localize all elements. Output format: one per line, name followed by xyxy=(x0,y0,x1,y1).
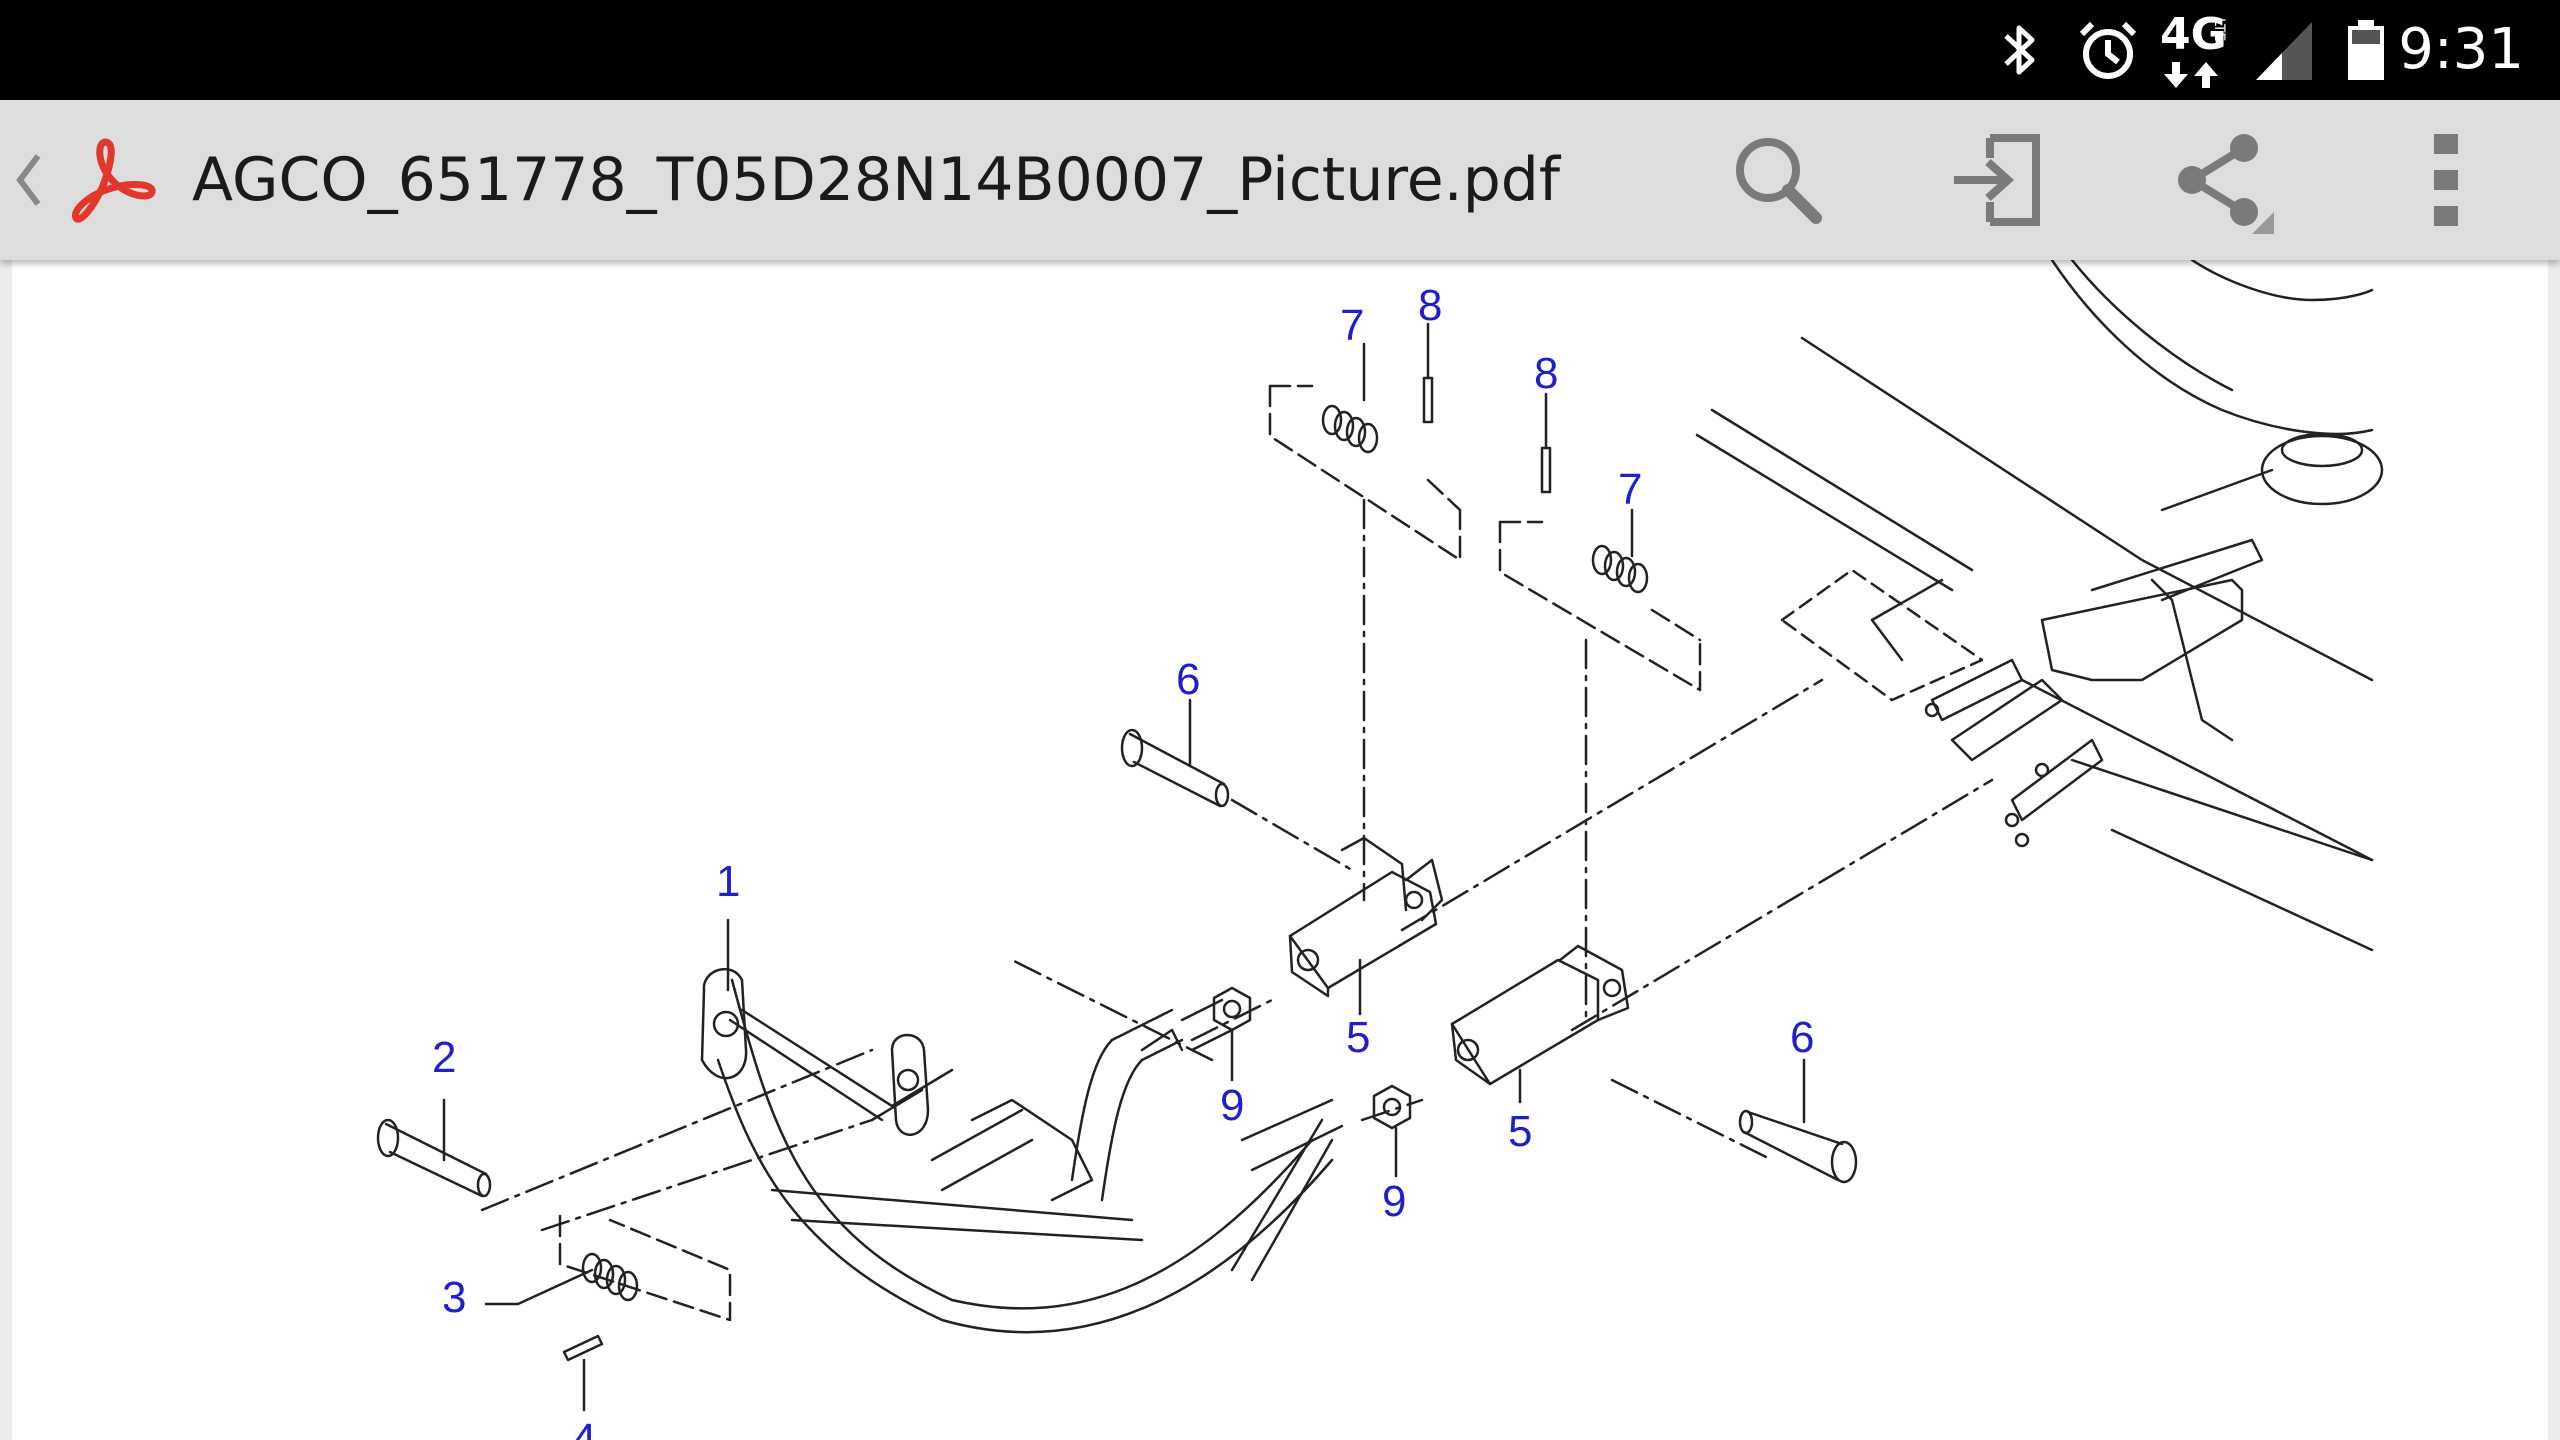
pin-2 xyxy=(376,1118,492,1198)
bracket-5b xyxy=(1450,944,1630,1086)
signal-icon xyxy=(2256,22,2312,80)
callout-7b: 7 xyxy=(1618,465,1642,514)
share-icon xyxy=(2178,134,2274,234)
hitch-assembly-1 xyxy=(700,968,1344,1334)
callout-8b: 8 xyxy=(1534,349,1558,398)
network-type: 4G LTE xyxy=(2160,10,2240,90)
roll-pin-8a xyxy=(1422,376,1434,424)
callout-6a: 6 xyxy=(1176,655,1200,704)
spring-7a xyxy=(1321,404,1379,454)
callout-5b: 5 xyxy=(1508,1107,1532,1156)
callout-7a: 7 xyxy=(1340,301,1364,350)
callout-8a: 8 xyxy=(1418,281,1442,330)
overflow-menu-icon xyxy=(2434,134,2458,226)
parts-diagram: 7 8 8 7 6 5 5 9 9 6 1 2 3 4 xyxy=(376,260,2384,1440)
go-to-page-button[interactable] xyxy=(1944,126,2052,234)
clevis-pin-6a xyxy=(1120,728,1230,808)
go-to-page-icon xyxy=(1954,134,2040,226)
status-bar: 4G LTE 9:31 xyxy=(0,0,2560,100)
callout-5a: 5 xyxy=(1346,1013,1370,1062)
bracket-5a xyxy=(1288,836,1444,998)
hex-nut-9a xyxy=(1212,986,1252,1032)
document-viewport[interactable]: 7 8 8 7 6 5 5 9 9 6 1 2 3 4 xyxy=(0,260,2560,1440)
network-sub-label: LTE xyxy=(2211,18,2227,42)
app-bar: AGCO_651778_T05D28N14B0007_Picture.pdf xyxy=(0,100,2560,260)
data-arrows-icon xyxy=(2164,62,2218,88)
callout-6b: 6 xyxy=(1790,1013,1814,1062)
clevis-pin-6b xyxy=(1738,1109,1858,1184)
callout-2: 2 xyxy=(432,1033,456,1082)
callout-4: 4 xyxy=(572,1415,596,1440)
document-title: AGCO_651778_T05D28N14B0007_Picture.pdf xyxy=(192,145,1560,215)
network-label: 4G xyxy=(2160,9,2227,60)
tractor-frame xyxy=(1695,260,2384,952)
pdf-page[interactable]: 7 8 8 7 6 5 5 9 9 6 1 2 3 4 xyxy=(12,260,2548,1440)
acrobat-logo-icon xyxy=(72,138,156,223)
roll-pin-4 xyxy=(562,1334,604,1362)
hex-nut-9b xyxy=(1372,1084,1412,1130)
bluetooth-icon xyxy=(2004,25,2035,75)
status-time: 9:31 xyxy=(2398,17,2524,82)
roll-pin-8b xyxy=(1540,446,1552,494)
callout-9a: 9 xyxy=(1220,1081,1244,1130)
callout-3: 3 xyxy=(442,1273,466,1322)
share-button[interactable] xyxy=(2166,126,2274,234)
spring-7b xyxy=(1591,544,1649,594)
battery-icon xyxy=(2348,20,2384,80)
overflow-menu-button[interactable] xyxy=(2392,126,2500,234)
search-button[interactable] xyxy=(1722,126,1830,234)
callout-1: 1 xyxy=(716,857,740,906)
callout-9b: 9 xyxy=(1382,1177,1406,1226)
alarm-icon xyxy=(2079,21,2137,79)
chevron-left-icon[interactable] xyxy=(14,152,44,208)
spring-3 xyxy=(581,1252,639,1302)
search-icon xyxy=(1736,138,1822,224)
